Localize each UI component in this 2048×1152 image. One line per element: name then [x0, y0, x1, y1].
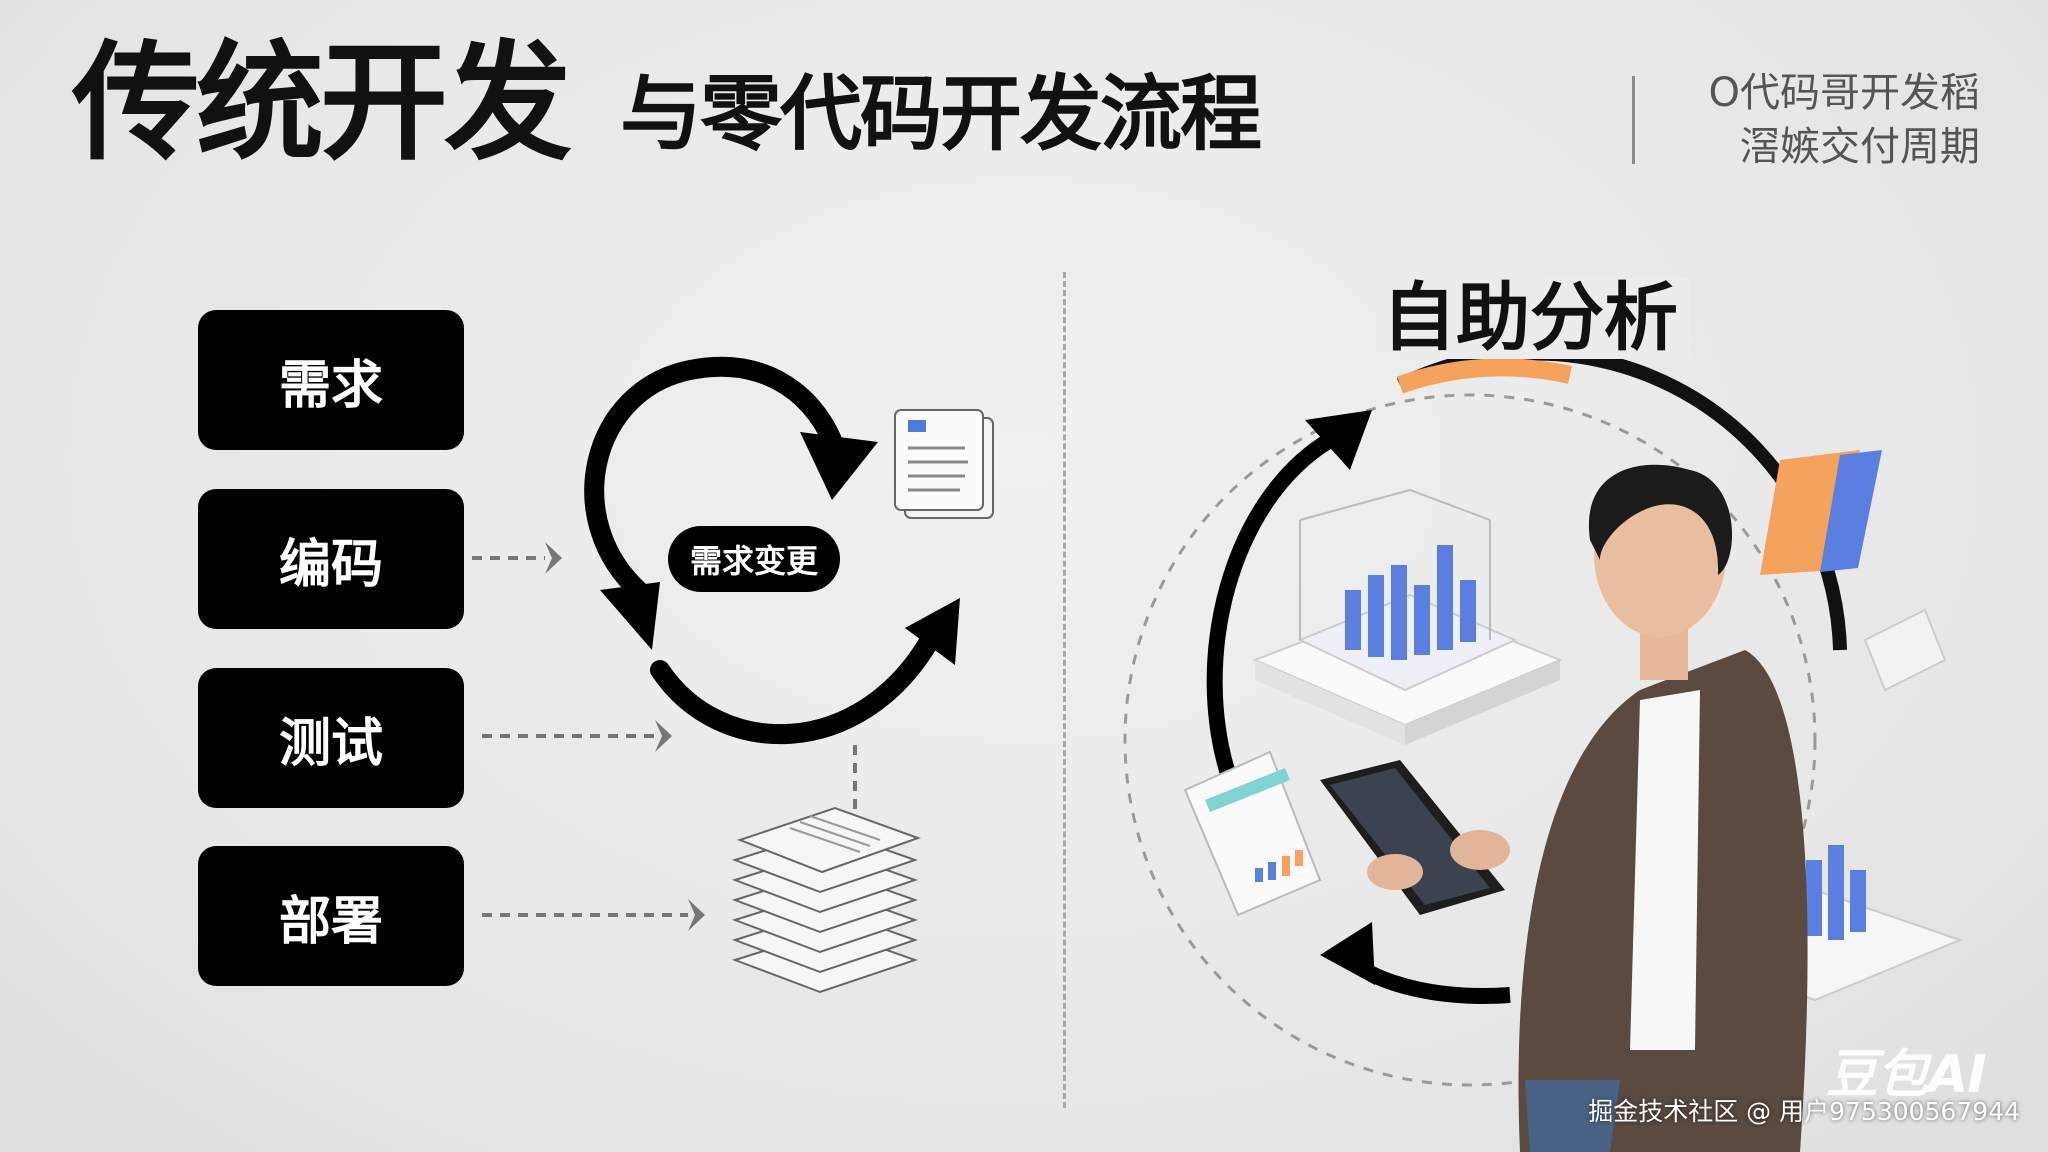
- folder-icon: [1760, 450, 1882, 575]
- self-service-title: 自助分析: [1370, 277, 1690, 360]
- tagline: O代码哥开发稻 滘嫉交付周期: [1660, 66, 1980, 174]
- watermark-logo: 豆包AI: [1826, 1045, 1987, 1105]
- requirement-change-label: 需求变更: [668, 526, 840, 592]
- center-divider: [1063, 272, 1066, 1108]
- tagline-line-2: 滘嫉交付周期: [1740, 124, 1980, 170]
- title-main: 传统开发: [72, 29, 572, 178]
- stage-requirements: 需求: [198, 310, 464, 450]
- header-divider: [1632, 76, 1635, 164]
- document-icon: [894, 409, 994, 519]
- paper-stack-icon: [731, 806, 921, 994]
- stage-deployment: 部署: [198, 846, 464, 986]
- cycle-arc-left: [1206, 433, 1335, 783]
- stage-testing: 测试: [198, 668, 464, 808]
- stage-arrowheads: [545, 542, 705, 931]
- tagline-line-1: O代码哥开发稻: [1708, 70, 1980, 116]
- stage-coding: 编码: [198, 489, 464, 629]
- outer-dashed-ring: [1123, 393, 1817, 1087]
- bar-chart-platform-icon: [1252, 489, 1563, 745]
- stage-connector-arrows: [472, 556, 857, 917]
- report-sheet-icon: [1183, 750, 1322, 917]
- person-illustration: [1320, 464, 1808, 1152]
- cycle-orange-accent: [1396, 358, 1572, 394]
- floating-card-icon: [1863, 608, 1947, 692]
- credit-text: 掘金技术社区 @ 用户975300567944: [1588, 1097, 2020, 1126]
- change-loop-icon: [584, 356, 940, 745]
- title-sub: 与零代码开发流程: [620, 67, 1262, 162]
